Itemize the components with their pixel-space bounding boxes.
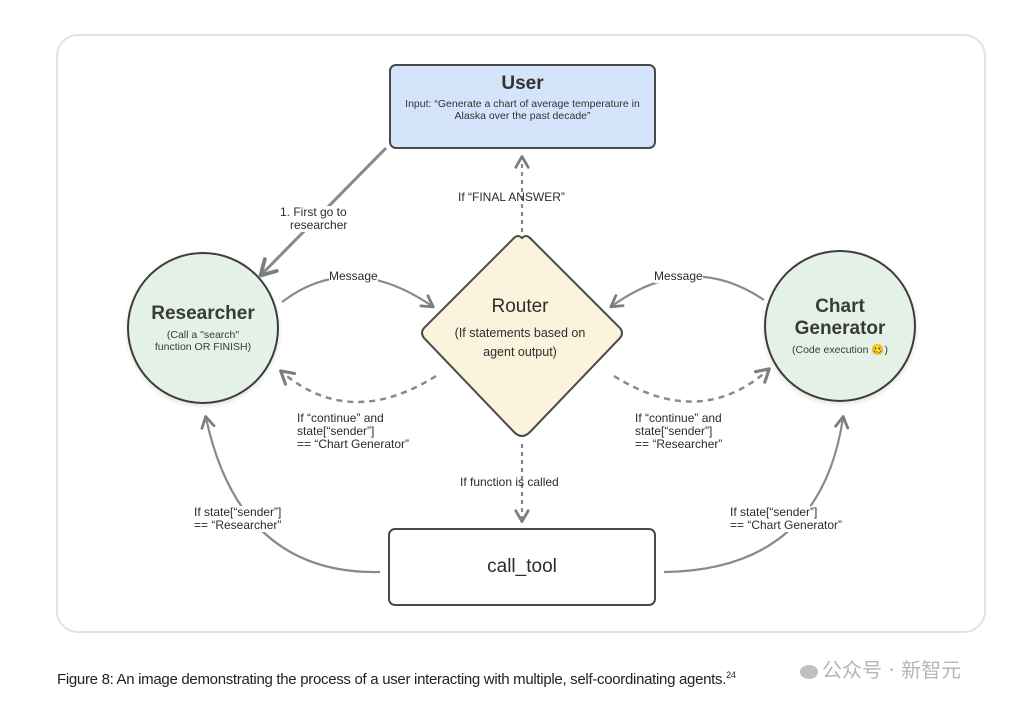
edge-router-to-chartgen-continue bbox=[613, 367, 771, 403]
figure-caption: Figure 8: An image demonstrating the pro… bbox=[57, 670, 736, 688]
chart-generator-subtitle: (Code execution 🥴) bbox=[792, 344, 888, 356]
watermark: 公众号 · 新智元 bbox=[800, 654, 961, 683]
label-sender-chart-generator: If state[“sender”] == “Chart Generator” bbox=[730, 505, 843, 532]
label-message-right: Message bbox=[654, 269, 703, 283]
router-subtitle: (If statements based on agent output) bbox=[454, 326, 586, 359]
label-function-called: If function is called bbox=[460, 475, 559, 489]
label-final-answer: If “FINAL ANSWER” bbox=[458, 190, 565, 204]
router-node: Router (If statements based on agent out… bbox=[430, 296, 610, 362]
edge-router-to-researcher-continue bbox=[279, 369, 437, 404]
user-input-text: Input: “Generate a chart of average temp… bbox=[405, 98, 640, 122]
chart-generator-node: Chart Generator (Code execution 🥴) bbox=[764, 250, 916, 402]
edge-calltool-to-chartgen bbox=[663, 415, 850, 574]
router-diamond bbox=[421, 235, 623, 437]
user-title: User bbox=[501, 73, 544, 94]
label-message-left: Message bbox=[329, 269, 378, 283]
label-continue-chart-generator: If “continue” and state[“sender”] == “Ch… bbox=[297, 411, 410, 451]
caption-footnote: 24 bbox=[726, 670, 736, 680]
edge-calltool-to-researcher bbox=[200, 415, 381, 574]
call-tool-title: call_tool bbox=[487, 556, 557, 577]
researcher-node: Researcher (Call a "search" function OR … bbox=[127, 252, 279, 404]
chart-generator-title-line1: Chart bbox=[815, 296, 865, 317]
call-tool-node: call_tool bbox=[388, 528, 656, 606]
router-title: Router bbox=[491, 296, 549, 317]
chart-generator-title-line2: Generator bbox=[794, 318, 886, 339]
watermark-text: 公众号 · 新智元 bbox=[822, 658, 962, 682]
label-sender-researcher: If state[“sender”] == “Researcher” bbox=[194, 505, 282, 532]
user-node: User Input: “Generate a chart of average… bbox=[389, 64, 656, 149]
researcher-title: Researcher bbox=[151, 303, 255, 324]
label-first-go-to-researcher: 1. First go to researcher bbox=[280, 205, 348, 232]
wechat-icon bbox=[800, 664, 818, 679]
researcher-subtitle: (Call a "search" function OR FINISH) bbox=[154, 329, 252, 353]
caption-text: Figure 8: An image demonstrating the pro… bbox=[57, 671, 727, 688]
label-continue-researcher: If “continue” and state[“sender”] == “Re… bbox=[635, 411, 723, 451]
